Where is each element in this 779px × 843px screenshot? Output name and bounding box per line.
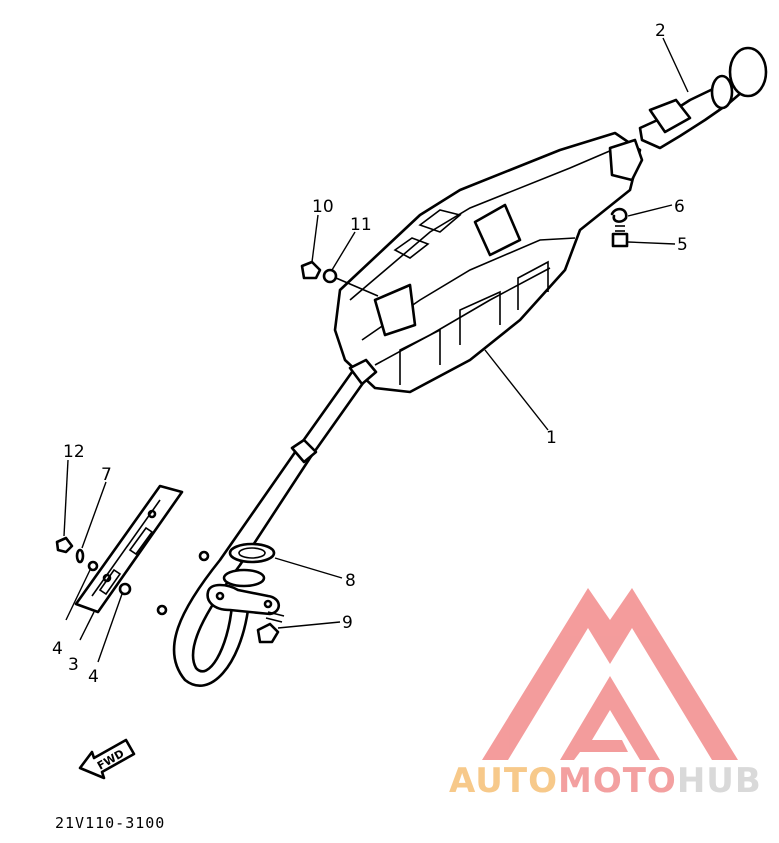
washer-part-12 — [322, 268, 338, 284]
logo-triangle-inner — [560, 676, 660, 760]
watermark-moto: MOTO — [558, 761, 677, 801]
collar-part-8 — [75, 548, 85, 564]
washer-part-7 — [610, 207, 628, 223]
grommet-part-4-upper — [87, 560, 99, 572]
callout-5: 12 — [63, 442, 85, 462]
callout-3: 3 — [68, 655, 79, 675]
watermark-hub: HUB — [677, 761, 762, 801]
exhaust-flange — [206, 568, 281, 616]
bolt-part-10 — [256, 611, 285, 644]
grommet-part-4-lower — [118, 582, 132, 596]
callout-4-upper: 4 — [52, 639, 63, 659]
callout-11: 10 — [312, 197, 334, 217]
muffler-part-1 — [333, 131, 644, 394]
fwd-arrow: FWD — [78, 738, 136, 780]
screw-part-5 — [55, 536, 74, 554]
automotohub-logo — [482, 588, 738, 760]
bolt-part-6 — [611, 225, 629, 248]
nut-part-11 — [300, 260, 322, 280]
logo-triangle-outer — [482, 588, 738, 760]
callout-1: 1 — [546, 428, 557, 448]
callout-4-lower: 4 — [88, 667, 99, 687]
gasket-part-9 — [228, 542, 276, 564]
callout-7: 6 — [674, 197, 685, 217]
callout-12: 11 — [350, 215, 372, 235]
callout-9: 8 — [345, 571, 356, 591]
protector-part-3 — [74, 484, 184, 614]
callout-8: 7 — [101, 465, 112, 485]
callout-6: 5 — [677, 235, 688, 255]
callout-10: 9 — [342, 613, 353, 633]
callout-2: 2 — [655, 21, 666, 41]
diagram-code: 21V110-3100 — [55, 814, 165, 832]
watermark-auto: AUTO — [449, 761, 558, 801]
watermark-text: AUTOMOTOHUB — [449, 761, 762, 801]
tailpipe-part-2 — [638, 46, 768, 150]
